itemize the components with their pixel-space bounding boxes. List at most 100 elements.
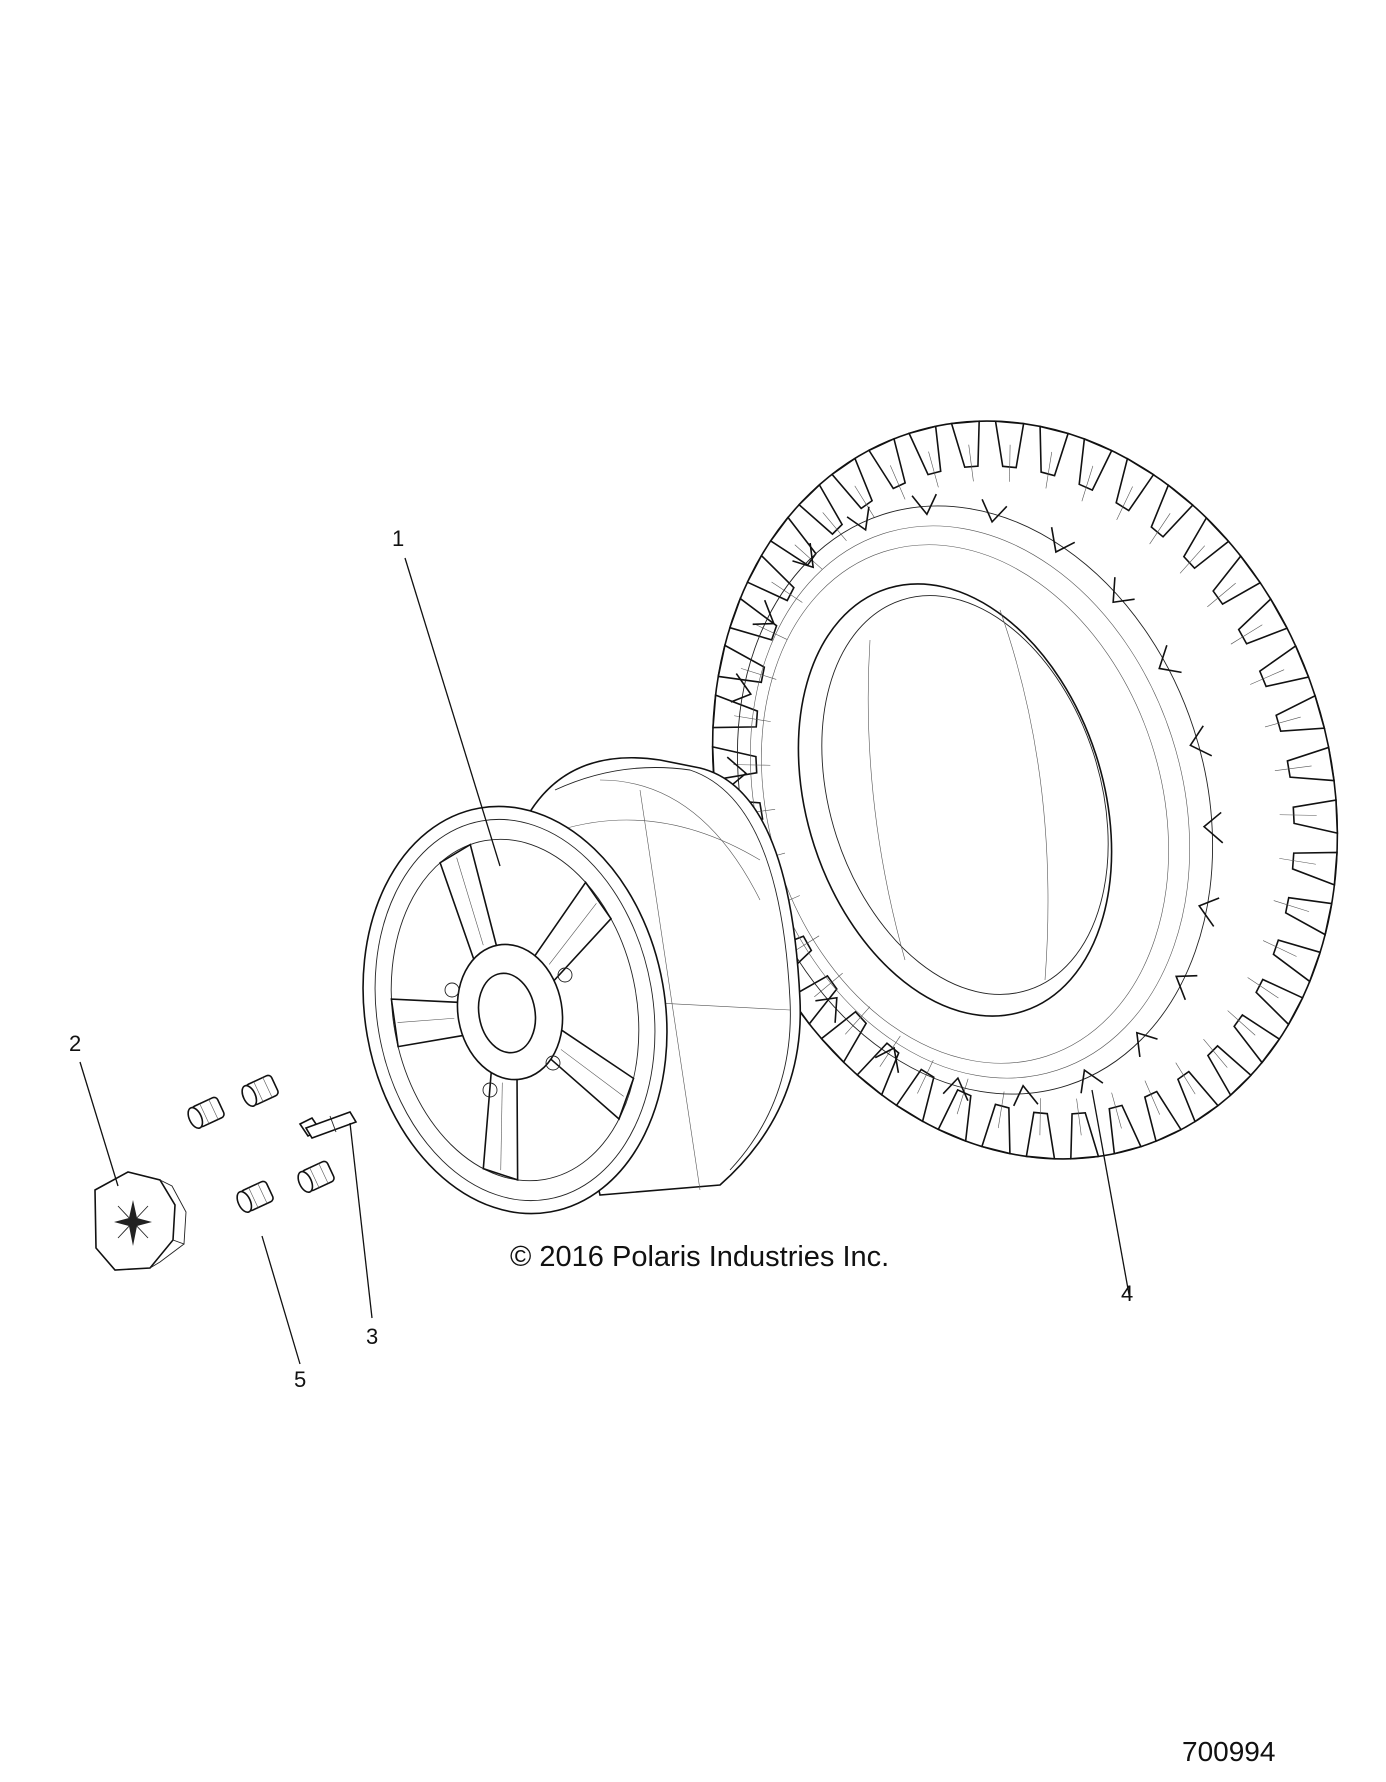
spoke-ridge	[397, 1017, 455, 1023]
tread-groove	[997, 1091, 1005, 1129]
tread-lug	[1206, 1044, 1253, 1097]
tread-lug	[1108, 1104, 1143, 1155]
tread-groove	[1230, 624, 1263, 645]
lug-nut	[241, 1074, 279, 1108]
tread-lug	[712, 694, 759, 729]
tread-groove	[928, 451, 939, 488]
tread-lug	[1150, 483, 1194, 538]
sidewall-chevron	[1112, 577, 1135, 604]
tread-lug	[980, 1103, 1011, 1155]
tread-lug	[1039, 425, 1070, 477]
tread-groove	[854, 485, 875, 518]
tread-lug	[950, 420, 980, 469]
drawing-number: 700994	[1182, 1736, 1276, 1767]
tread-groove	[814, 972, 843, 998]
tread-groove	[1081, 465, 1094, 502]
tread-groove	[1144, 1080, 1160, 1115]
tread-groove	[1045, 451, 1053, 489]
tread-groove	[845, 1006, 871, 1035]
spoke-ridge	[548, 903, 597, 965]
tread-groove	[1279, 814, 1317, 816]
tread-lug	[1258, 644, 1310, 688]
sidewall-chevron	[792, 542, 815, 569]
tread-lug	[937, 1088, 972, 1143]
tread-lug	[820, 1010, 868, 1064]
callout-4: 4	[1121, 1281, 1134, 1306]
sidewall-chevron	[726, 756, 748, 789]
tread-lug	[728, 597, 778, 641]
center-cap	[94, 1171, 187, 1271]
tread-groove	[1149, 513, 1171, 545]
sidewall-chevron	[752, 599, 775, 626]
tread-groove	[1250, 669, 1285, 685]
spoke-ridge	[500, 1082, 503, 1171]
tread-lug	[797, 483, 844, 536]
lug-nut	[297, 1160, 335, 1194]
sidewall-chevron	[1158, 644, 1182, 674]
sidewall-chevron	[1012, 1084, 1039, 1107]
sidewall-chevron	[1202, 811, 1224, 844]
sidewall-chevron	[1135, 1031, 1158, 1058]
tread-lug	[867, 437, 907, 490]
lug-nut	[187, 1096, 225, 1130]
tread-lug	[1182, 516, 1230, 570]
tread-lug	[1025, 1111, 1056, 1160]
tread-groove	[1203, 1038, 1228, 1068]
tread-groove	[1273, 900, 1310, 912]
lug-nut	[236, 1180, 274, 1214]
sidewall-chevron	[1189, 725, 1213, 757]
tread-groove	[879, 1035, 901, 1067]
sidewall-chevron	[874, 1046, 900, 1073]
sidewall-chevron	[846, 506, 870, 532]
tread-lug	[1176, 1070, 1220, 1123]
copyright-notice: © 2016 Polaris Industries Inc.	[510, 1241, 890, 1273]
tread-groove	[1262, 940, 1297, 957]
tread-lug	[1115, 457, 1155, 512]
tread-groove	[1175, 1062, 1196, 1095]
tread-groove	[890, 465, 906, 500]
valve-stem	[298, 1111, 358, 1139]
tread-lug	[1291, 851, 1338, 886]
sidewall-chevron	[942, 1076, 969, 1102]
tread-groove	[1039, 1098, 1041, 1136]
lug-nuts	[187, 1074, 335, 1214]
tread-lug	[856, 1042, 900, 1097]
tread-lug	[1070, 1111, 1100, 1160]
callout-3: 3	[366, 1324, 379, 1349]
tread-lug	[1292, 799, 1339, 835]
tread-groove	[968, 444, 974, 482]
tread-groove	[956, 1078, 969, 1115]
tread-groove	[794, 544, 823, 570]
tread-groove	[1247, 977, 1279, 999]
sidewall-chevron	[1175, 974, 1198, 1001]
sidewall-chevron	[1197, 897, 1220, 927]
tread-groove	[1179, 545, 1205, 574]
sidewall-chevron	[1080, 1068, 1104, 1094]
tread-groove	[1207, 582, 1236, 608]
sidewall-chevron	[1050, 527, 1076, 554]
tread-lug	[1284, 896, 1333, 936]
leader-lines	[79, 557, 1131, 1365]
tread-lug	[1143, 1090, 1183, 1143]
tread-groove	[740, 668, 777, 680]
callout-5: 5	[294, 1367, 307, 1392]
tread-lug	[1286, 746, 1335, 782]
tread-groove	[1227, 1010, 1256, 1036]
tread-groove	[1264, 716, 1301, 728]
tread-groove	[1116, 486, 1133, 521]
tread-lug	[1275, 694, 1326, 733]
tread-lug	[1078, 437, 1113, 492]
spoke-ridge	[560, 1049, 624, 1097]
tread-groove	[1279, 858, 1316, 865]
wheel-rim	[362, 756, 802, 1215]
tread-lug	[717, 644, 766, 684]
tread-lug	[830, 457, 874, 510]
sidewall-chevron	[730, 673, 753, 703]
tread-groove	[1274, 765, 1312, 771]
sidewall-chevron	[911, 493, 938, 516]
tread-groove	[1009, 444, 1011, 482]
tread-groove	[1076, 1098, 1082, 1136]
tread-groove	[917, 1059, 934, 1094]
tread-groove	[753, 623, 788, 640]
tread-groove	[771, 581, 803, 603]
